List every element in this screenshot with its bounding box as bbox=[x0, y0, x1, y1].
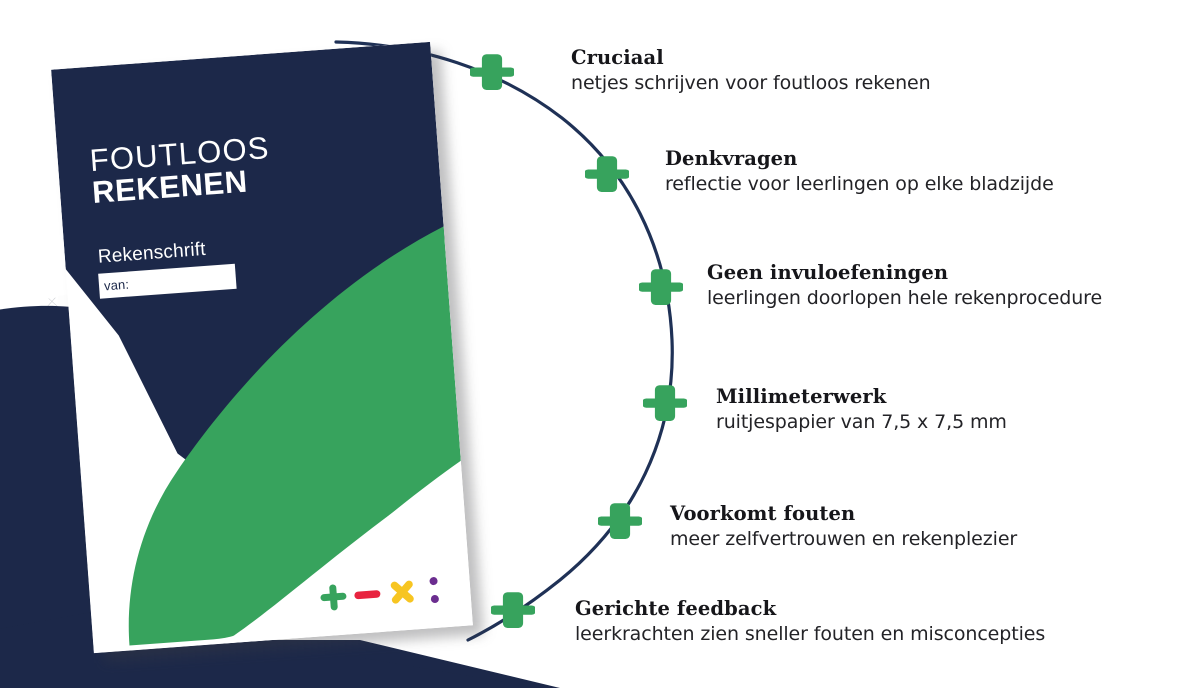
plus-icon bbox=[639, 266, 683, 310]
plus-icon bbox=[598, 500, 642, 544]
cover-green-shape bbox=[128, 226, 461, 646]
name-field-label: van: bbox=[103, 276, 130, 294]
feature-description: reflectie voor leerlingen op elke bladzi… bbox=[665, 172, 1054, 195]
math-symbols-artwork bbox=[320, 577, 439, 611]
math-symbols-row bbox=[317, 569, 450, 620]
workbook-card: FOUTLOOS REKENEN Rekenschrift van: bbox=[51, 41, 473, 654]
plus-icon-glyph bbox=[491, 592, 535, 628]
plus-icon-glyph bbox=[585, 156, 629, 192]
plus-icon bbox=[585, 153, 629, 197]
plus-icon-glyph bbox=[470, 54, 514, 90]
plus-symbol bbox=[320, 584, 347, 611]
feature-title: Millimeterwerk bbox=[716, 385, 887, 408]
workbook-cover: FOUTLOOS REKENEN Rekenschrift van: bbox=[51, 41, 484, 663]
plus-icon-glyph bbox=[643, 385, 687, 421]
plus-icon bbox=[643, 382, 687, 426]
minus-symbol bbox=[354, 590, 381, 600]
feature-title: Voorkomt fouten bbox=[670, 502, 856, 525]
feature-description: netjes schrijven voor foutloos rekenen bbox=[571, 71, 931, 94]
divide-symbol bbox=[429, 577, 439, 604]
feature-title: Cruciaal bbox=[571, 46, 664, 69]
plus-icon bbox=[491, 589, 535, 633]
feature-description: meer zelfvertrouwen en rekenplezier bbox=[670, 527, 1018, 550]
plus-icon-glyph bbox=[639, 269, 683, 305]
feature-description: leerlingen doorlopen hele rekenprocedure bbox=[707, 286, 1103, 309]
feature-description: ruitjespapier van 7,5 x 7,5 mm bbox=[716, 410, 1007, 433]
feature-description: leerkrachten zien sneller fouten en misc… bbox=[575, 622, 1046, 645]
plus-icon-glyph bbox=[598, 503, 642, 539]
feature-title: Geen invuloefeningen bbox=[707, 261, 949, 284]
plus-icon bbox=[470, 51, 514, 95]
feature-title: Gerichte feedback bbox=[575, 597, 777, 620]
multiply-symbol bbox=[390, 580, 414, 604]
workbook-artwork bbox=[51, 41, 473, 654]
feature-title: Denkvragen bbox=[665, 147, 798, 170]
